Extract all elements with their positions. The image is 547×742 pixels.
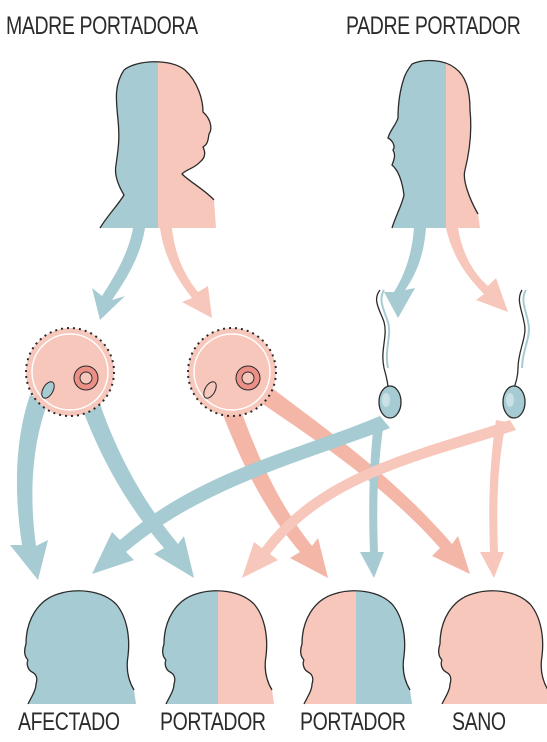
child-affected-silhouette <box>14 580 144 710</box>
egg-cell-2 <box>188 328 276 416</box>
arrow-sperm2-to-sano <box>480 420 506 578</box>
father-label: PADRE PORTADOR <box>346 14 520 39</box>
arrow-father-blue <box>384 228 426 318</box>
child-label-sano: SANO <box>452 710 506 735</box>
mother-silhouette <box>90 50 228 240</box>
egg-cell-1 <box>26 328 114 416</box>
arrow-mother-blue <box>92 228 145 320</box>
child-label-portador-1: PORTADOR <box>160 710 266 735</box>
child-label-portador-2: PORTADOR <box>300 710 406 735</box>
mother-label: MADRE PORTADORA <box>6 14 198 39</box>
child-healthy-silhouette <box>428 580 547 710</box>
child-carrier-2-silhouette <box>290 580 422 710</box>
child-carrier-1-silhouette <box>152 580 284 710</box>
father-silhouette <box>380 50 486 240</box>
arrow-father-pink <box>446 228 508 312</box>
arrow-egg1-to-afectado <box>10 395 48 580</box>
arrow-mother-pink <box>160 228 212 318</box>
arrow-sperm1-to-portador2 <box>360 420 384 578</box>
child-label-afectado: AFECTADO <box>18 710 120 735</box>
arrow-egg1-to-portador1 <box>82 404 194 578</box>
